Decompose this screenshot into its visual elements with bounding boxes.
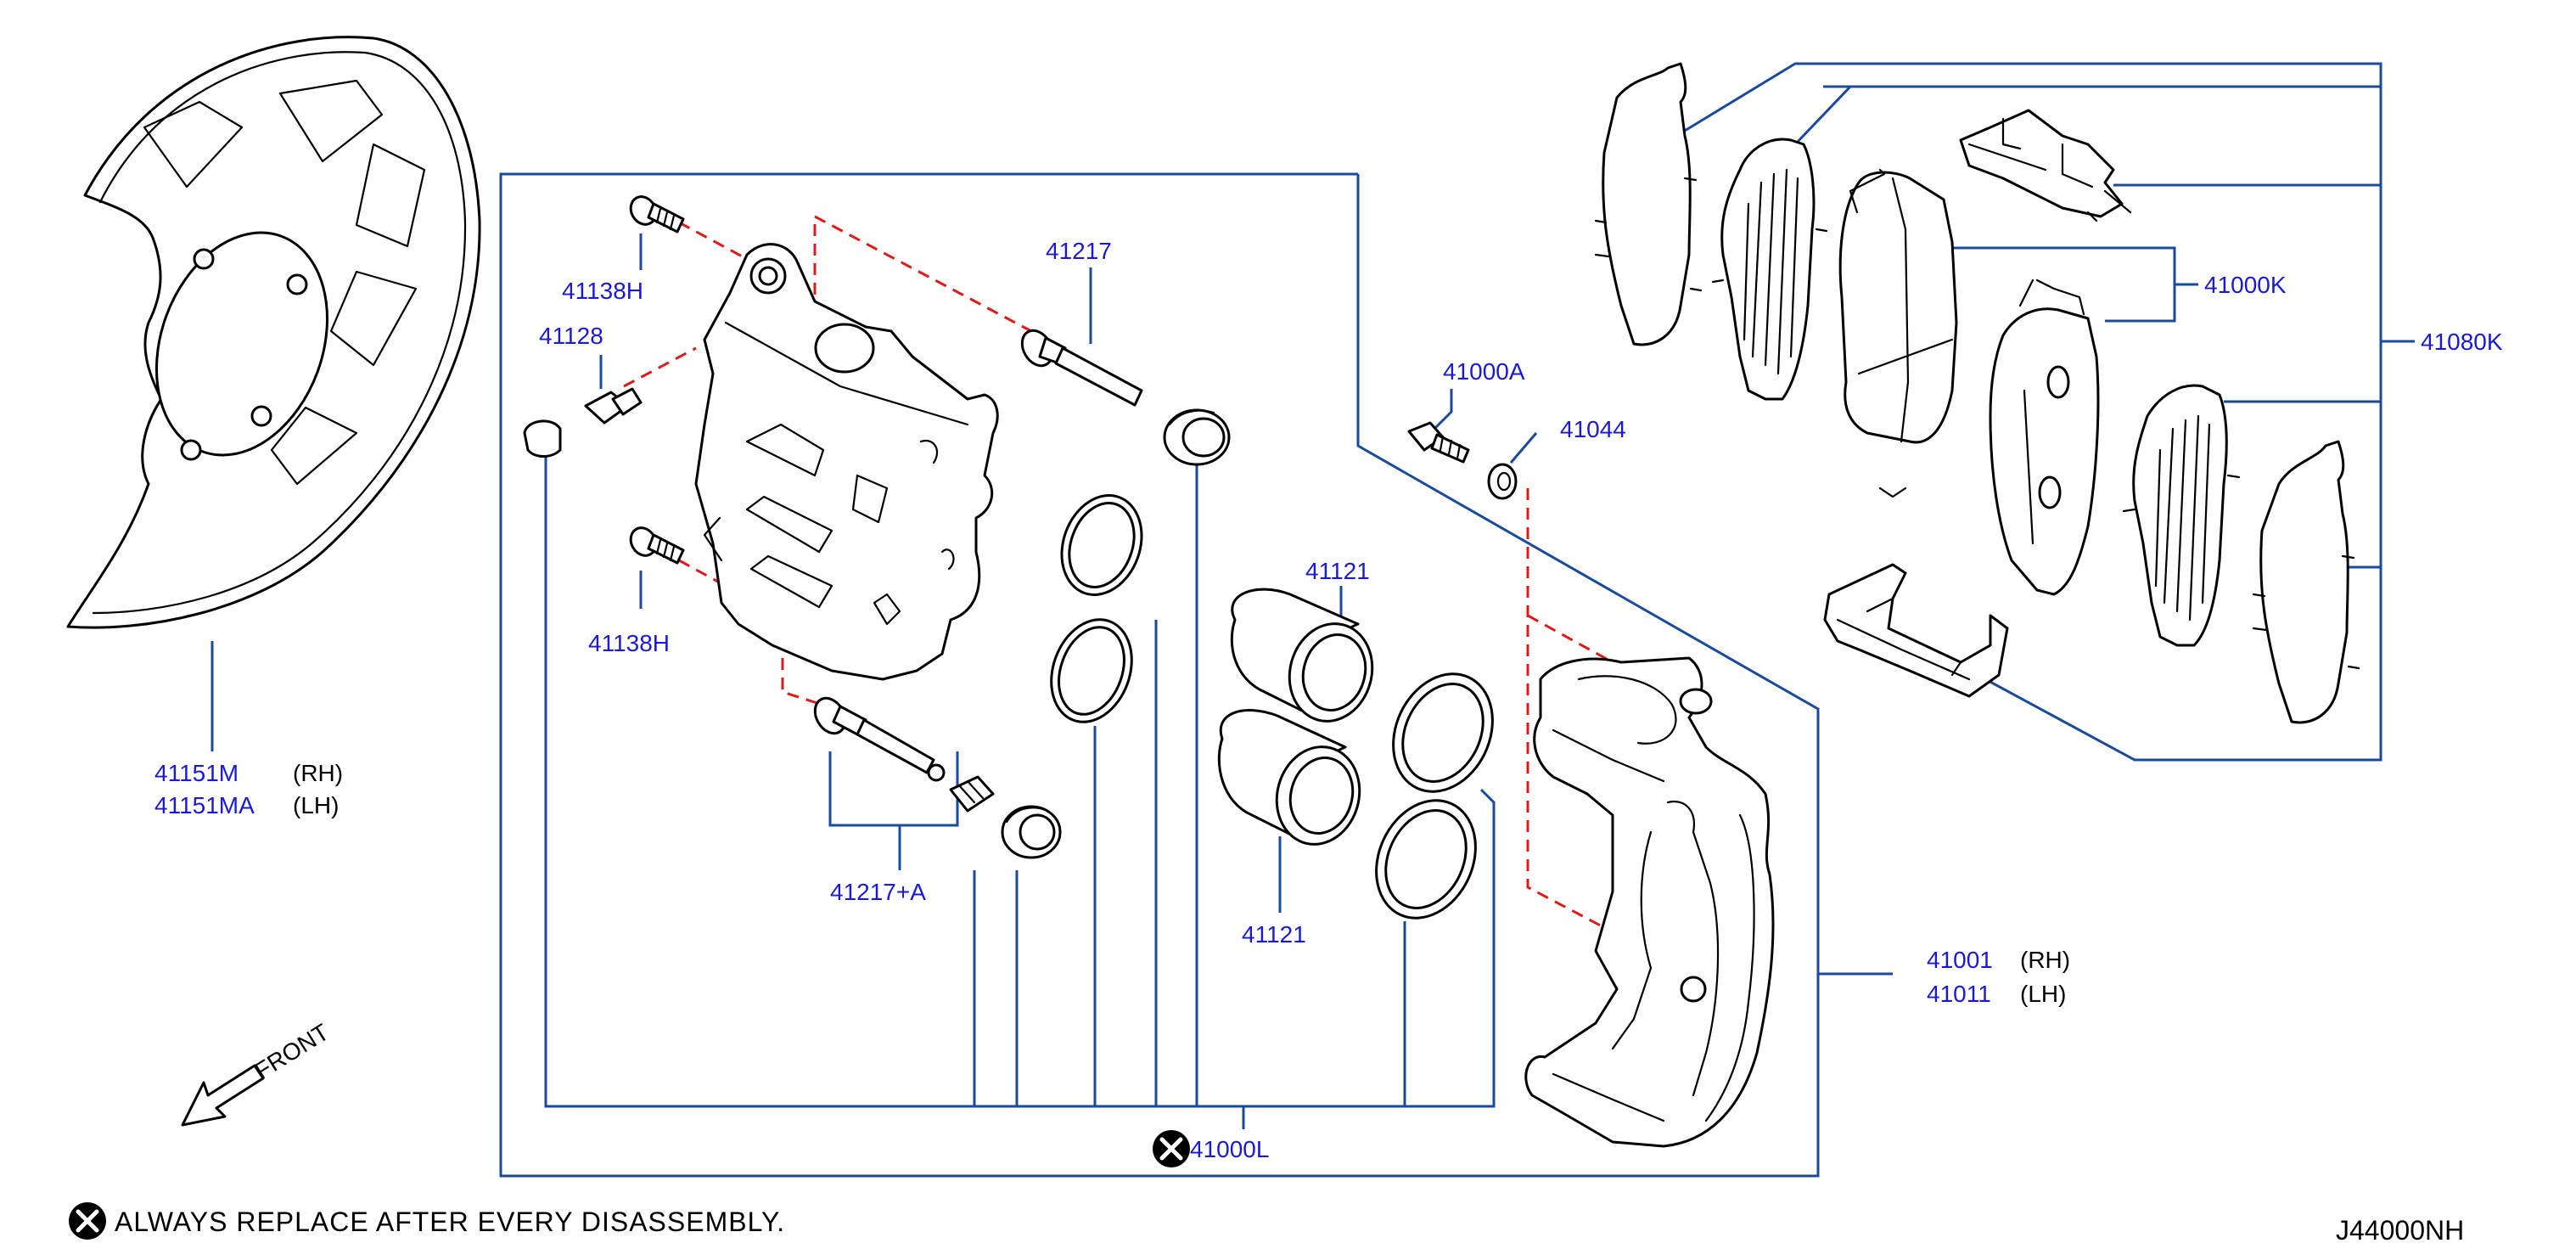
bolt-41000A [1407, 421, 1470, 464]
label-41151M[interactable]: 41151M [154, 760, 239, 786]
bolt-41138H-bottom [629, 526, 685, 565]
diagram-code: J44000NH [2336, 1215, 2464, 1246]
pad-shim-outer-right [2252, 440, 2360, 724]
bolt-41138H-top [629, 195, 685, 233]
washer-41044 [1487, 463, 1518, 500]
pad-shim-outer-left [1594, 62, 1703, 346]
label-41121-bottom[interactable]: 41121 [1242, 921, 1306, 948]
pin-boot-lower [1001, 805, 1062, 859]
front-arrow-icon [181, 1064, 265, 1127]
anti-noise-shim-outer [1711, 138, 1828, 401]
pad-retainer-clip [1823, 563, 2009, 698]
guide-pin-41217 [1020, 329, 1143, 407]
label-41080K[interactable]: 41080K [2421, 329, 2503, 355]
label-41138H-bottom[interactable]: 41138H [588, 630, 670, 656]
footnote-text: ALWAYS REPLACE AFTER EVERY DISASSEMBLY. [115, 1207, 785, 1237]
guide-pin-41217A [813, 696, 946, 782]
seal-ring-2 [1050, 618, 1133, 723]
label-41001-side: (RH) [2020, 947, 2070, 973]
label-41151MA-side: (LH) [293, 792, 339, 818]
leader-lines [210, 62, 2415, 1178]
footnote-replace-icon [69, 1202, 106, 1240]
label-41044[interactable]: 41044 [1560, 416, 1626, 442]
piston-seal-upper [1392, 672, 1494, 793]
label-41011[interactable]: 41011 [1927, 981, 1991, 1007]
pin-boot-upper [1163, 408, 1231, 466]
anti-noise-shim-inner [2122, 384, 2241, 647]
pad-hardware-spring [1959, 109, 2132, 222]
label-41121-top[interactable]: 41121 [1305, 558, 1370, 584]
label-41011-side: (LH) [2020, 981, 2066, 1007]
pin-sleeve [949, 775, 995, 813]
label-41000A[interactable]: 41000A [1443, 358, 1525, 385]
label-41128[interactable]: 41128 [539, 323, 603, 349]
brake-pad-41000K-inner [1989, 278, 2100, 596]
dust-shield-41151M [66, 36, 481, 629]
label-41000K[interactable]: 41000K [2204, 272, 2287, 298]
label-41151M-side: (RH) [293, 760, 343, 786]
piston-41121-upper [1230, 588, 1374, 723]
piston-41121-lower [1217, 709, 1361, 846]
label-41217A[interactable]: 41217+A [830, 879, 926, 905]
label-41001[interactable]: 41001 [1927, 947, 1993, 973]
label-41138H-top[interactable]: 41138H [562, 278, 643, 304]
seal-ring-1 [1060, 494, 1143, 596]
piston-seal-lower [1375, 799, 1477, 920]
label-41000L[interactable]: 41000L [1190, 1136, 1269, 1162]
bleeder-screw-41128 [584, 387, 643, 425]
label-41217[interactable]: 41217 [1046, 238, 1112, 264]
caliper-bracket-41001 [1524, 656, 1775, 1148]
caliper-body [694, 243, 999, 681]
caliper-group-boundary [499, 172, 1820, 1178]
assembly-lines [623, 214, 1614, 931]
front-label: FRONT [250, 1019, 334, 1084]
replace-marker-icon [1153, 1130, 1190, 1167]
label-41151MA[interactable]: 41151MA [154, 792, 255, 818]
brake-pad-41000K-outer [1838, 168, 1958, 498]
bleeder-cap [523, 419, 562, 458]
